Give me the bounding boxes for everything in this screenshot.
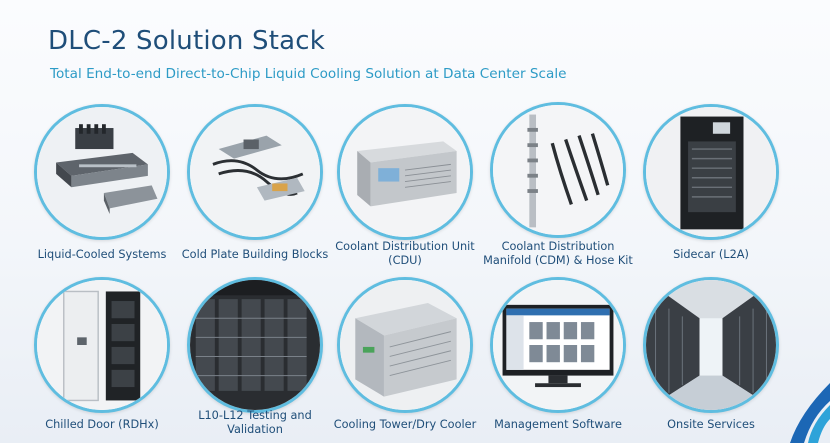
cold-plate-building-blocks-image — [187, 104, 323, 240]
cooling-tower-image — [337, 277, 473, 413]
management-software-label: Management Software — [494, 418, 622, 431]
cold-plate-building-blocks-label: Cold Plate Building Blocks — [181, 248, 329, 261]
cdu-image — [337, 104, 473, 240]
testing-validation-image — [187, 277, 323, 413]
onsite-services-label: Onsite Services — [667, 418, 755, 431]
page-title: DLC-2 Solution Stack — [48, 26, 326, 56]
chilled-door-label: Chilled Door (RDHx) — [45, 418, 159, 431]
corner-swoosh-decoration — [790, 383, 830, 443]
liquid-cooled-systems-label: Liquid-Cooled Systems — [37, 248, 167, 261]
cdm-hose-kit-label: Coolant Distribution Manifold (CDM) & Ho… — [483, 240, 633, 267]
cdu-label: Coolant Distribution Unit (CDU) — [335, 240, 475, 267]
liquid-cooled-systems-image — [34, 104, 170, 240]
cdm-hose-kit-image — [490, 102, 626, 238]
sidecar-label: Sidecar (L2A) — [673, 248, 749, 261]
onsite-services-image — [643, 277, 779, 413]
management-software-image — [490, 277, 626, 413]
page-subtitle: Total End-to-end Direct-to-Chip Liquid C… — [50, 66, 567, 82]
cooling-tower-label: Cooling Tower/Dry Cooler — [333, 418, 477, 431]
sidecar-image — [643, 104, 779, 240]
testing-validation-label: L10-L12 Testing and Validation — [198, 409, 312, 436]
chilled-door-image — [34, 277, 170, 413]
